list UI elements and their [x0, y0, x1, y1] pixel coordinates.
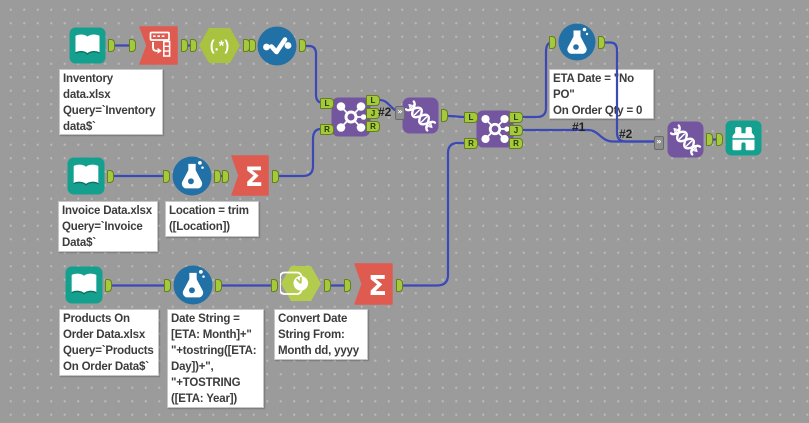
summarize-icon: Σ	[354, 263, 393, 305]
join2-input-left-anchor[interactable]: L	[464, 112, 478, 123]
unique-tool[interactable]	[257, 26, 297, 71]
transpose-icon	[139, 26, 178, 65]
regex-glyph: (.*)	[210, 39, 230, 55]
join-tool-1[interactable]	[331, 97, 371, 142]
input-data-tool-invoice[interactable]	[67, 157, 105, 200]
join-icon	[476, 110, 514, 148]
join-tool-2[interactable]	[476, 110, 514, 153]
formula-tool-datestring[interactable]	[173, 265, 213, 310]
connection-union1-join2[interactable]	[446, 114, 467, 119]
output-anchor-unique[interactable]	[299, 39, 306, 52]
join2-output-join-anchor[interactable]: J	[509, 125, 523, 136]
output-anchor-formula-eta[interactable]	[598, 36, 605, 49]
input-data-icon	[65, 266, 103, 304]
annotation-inventory[interactable]: Inventory data.xlsx Query=`Inventory dat…	[59, 69, 163, 135]
datetime-icon	[279, 266, 321, 301]
formula-tool-location[interactable]	[172, 156, 212, 201]
regex-tool[interactable]: (.*)	[198, 25, 241, 71]
input-anchor-datetime[interactable]	[271, 279, 278, 292]
input-anchor-formula-eta[interactable]	[549, 36, 556, 49]
annotation-eta[interactable]: ETA Date = "No PO" On Order Qty = 0	[549, 69, 654, 119]
multi-input-marker-union1: »	[395, 106, 405, 120]
connection-join2-formula[interactable]	[521, 41, 554, 119]
formula-icon	[558, 23, 596, 61]
browse-binoculars-icon	[725, 120, 762, 156]
multi-input-marker-union2: »	[654, 136, 664, 150]
join-icon	[331, 97, 371, 137]
output-anchor-formula2[interactable]	[214, 170, 221, 183]
annotation-location[interactable]: Location = trim ([Location])	[165, 201, 259, 237]
join2-input-right-anchor[interactable]: R	[464, 138, 478, 149]
input-anchor-sum2[interactable]	[344, 279, 351, 292]
regex-icon: (.*)	[199, 28, 240, 63]
input-data-icon	[69, 27, 106, 64]
input-anchor-transpose[interactable]	[129, 39, 136, 52]
output-anchor-formula3[interactable]	[215, 279, 222, 292]
datetime-tool[interactable]	[279, 263, 322, 309]
output-anchor-input2[interactable]	[107, 170, 114, 183]
input-data-tool-inventory[interactable]	[69, 27, 106, 69]
browse-tool[interactable]	[725, 120, 762, 161]
input-data-tool-products[interactable]	[65, 266, 103, 309]
connection-sum1-join1[interactable]	[277, 127, 323, 178]
input-anchor-formula3[interactable]	[164, 279, 171, 292]
join1-input-right-anchor[interactable]: R	[320, 124, 334, 135]
annotation-convertdate[interactable]: Convert Date String From: Month dd, yyyy	[274, 309, 368, 360]
input-anchor-sum1[interactable]	[222, 170, 229, 183]
annotation-products[interactable]: Products On Order Data.xlsx Query=`Produ…	[59, 309, 159, 376]
summarize-tool-1[interactable]: Σ	[230, 155, 270, 201]
join1-output-right-anchor[interactable]: R	[366, 121, 380, 132]
input-anchor-regex[interactable]	[190, 39, 197, 52]
output-anchor-datetime[interactable]	[324, 279, 331, 292]
join2-output-right-anchor[interactable]: R	[509, 138, 523, 149]
input-anchor-browse[interactable]	[716, 133, 723, 146]
input-anchor-unique[interactable]	[249, 39, 256, 52]
summarize-tool-2[interactable]: Σ	[353, 263, 394, 310]
formula-tool-eta[interactable]	[558, 23, 596, 66]
union-tool-1[interactable]	[402, 97, 439, 139]
unique-icon	[257, 26, 297, 66]
union-dna-icon	[402, 97, 439, 134]
input-anchor-formula2[interactable]	[163, 170, 170, 183]
join1-output-left-anchor[interactable]: L	[366, 95, 380, 106]
annotation-invoice[interactable]: Invoice Data.xlsx Query=`Invoice Data$`	[58, 201, 158, 252]
union-dna-icon	[667, 121, 704, 158]
transpose-tool[interactable]	[138, 26, 179, 70]
connection-join1-union1[interactable]	[378, 98, 397, 112]
sigma-glyph: Σ	[245, 162, 263, 193]
connection-sum2-join2[interactable]	[401, 141, 467, 287]
output-anchor-sum1[interactable]	[272, 170, 279, 183]
join2-output-left-anchor[interactable]: L	[509, 112, 523, 123]
summarize-icon: Σ	[231, 155, 269, 196]
union-tool-2[interactable]	[667, 121, 704, 163]
join1-input-left-anchor[interactable]: L	[320, 98, 334, 109]
formula-icon	[172, 156, 212, 196]
annotation-datestring[interactable]: Date String = [ETA: Month]+" "+tostring(…	[167, 309, 264, 408]
output-anchor-input3[interactable]	[105, 279, 112, 292]
formula-icon	[173, 265, 213, 305]
join1-output-join-anchor[interactable]: J	[366, 108, 380, 119]
input-data-icon	[67, 157, 105, 195]
output-anchor-sum2[interactable]	[396, 279, 403, 292]
sigma-glyph: Σ	[368, 269, 387, 302]
output-anchor-union2[interactable]	[706, 133, 713, 146]
output-anchor-transpose[interactable]	[181, 39, 188, 52]
connection-label-3: #2	[619, 127, 633, 141]
connection-join2-union2[interactable]	[521, 128, 656, 143]
output-anchor-input1[interactable]	[108, 39, 115, 52]
connection-unique-join1[interactable]	[304, 44, 325, 105]
connection-label-2: #1	[572, 120, 586, 134]
output-anchor-union1[interactable]	[441, 109, 448, 122]
connection-label-1: #2	[378, 105, 392, 119]
